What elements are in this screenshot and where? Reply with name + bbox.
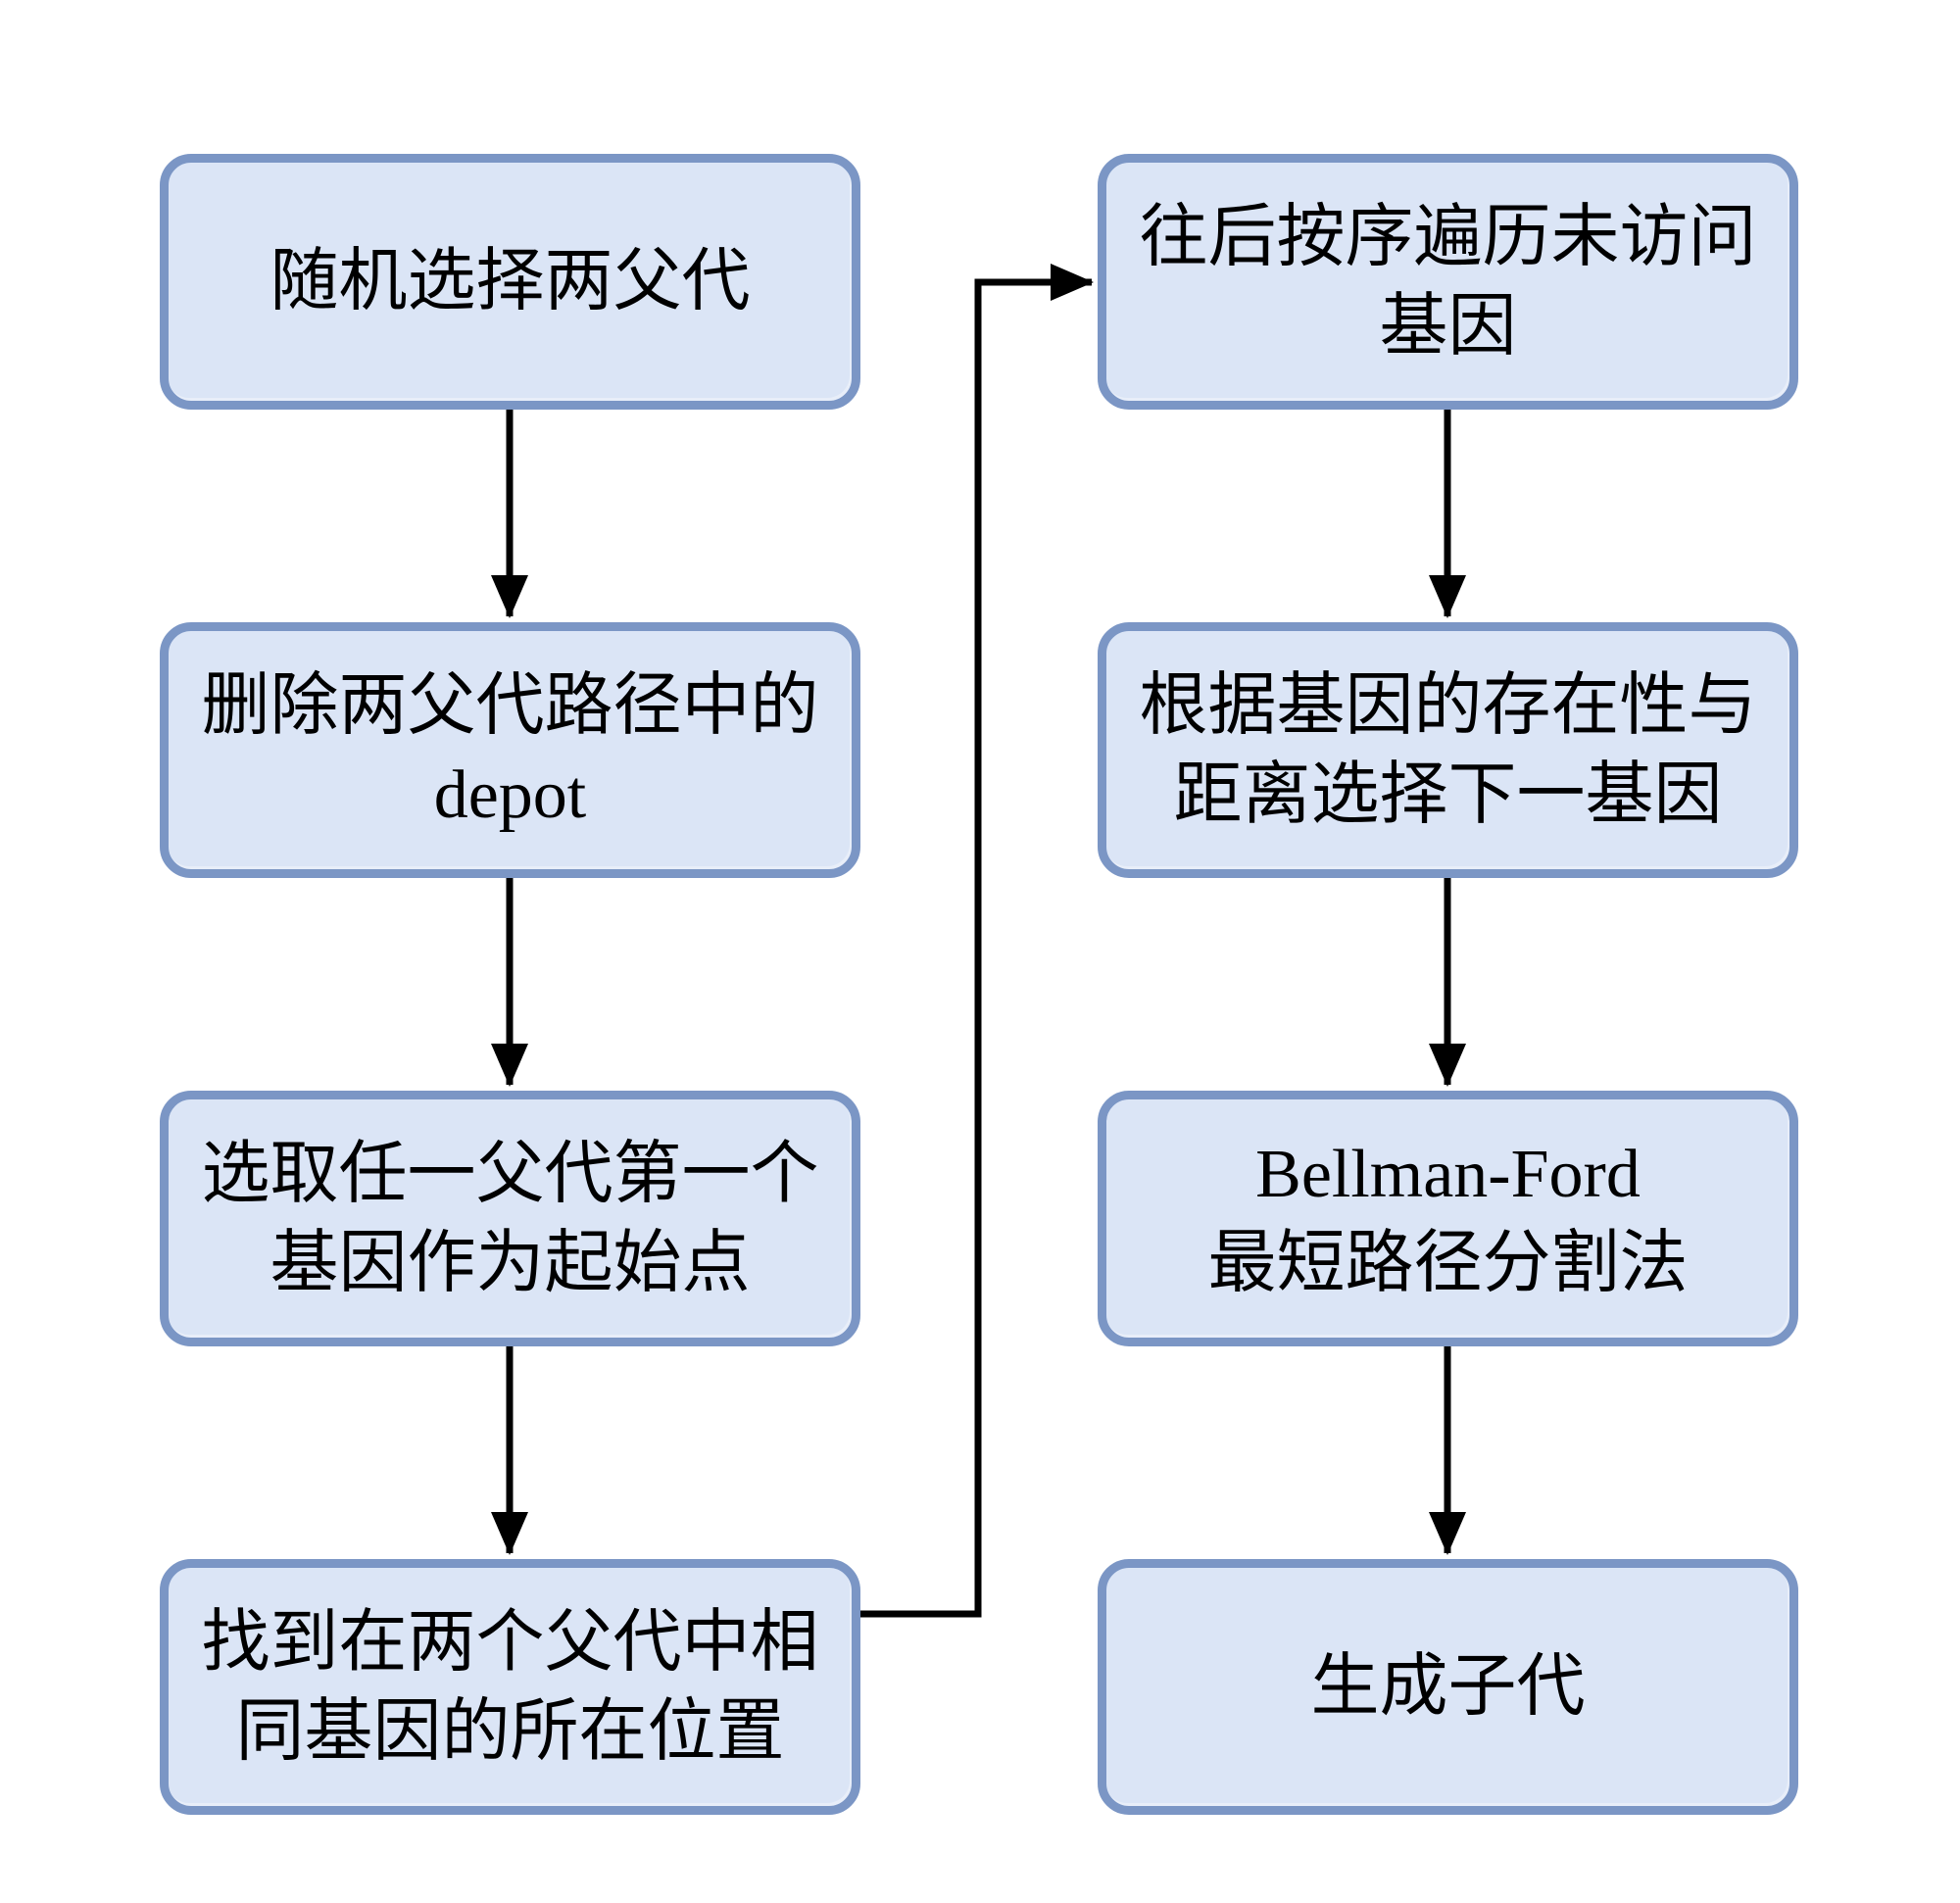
box-traverse-unvisited-genes-label: 往后按序遍历未访问 基因 — [1139, 199, 1757, 365]
box-generate-offspring-label: 生成子代 — [1310, 1649, 1586, 1725]
box-select-next-gene-label: 根据基因的存在性与 距离选择下一基因 — [1139, 667, 1757, 833]
box-select-first-gene-label: 选取任一父代第一个 基因作为起始点 — [201, 1136, 819, 1301]
box-delete-depot-label: 删除两父代路径中的 depot — [201, 667, 819, 833]
box-find-same-gene-positions-label: 找到在两个父代中相 同基因的所在位置 — [201, 1604, 819, 1770]
box-select-first-gene: 选取任一父代第一个 基因作为起始点 — [160, 1091, 860, 1346]
box-find-same-gene-positions: 找到在两个父代中相 同基因的所在位置 — [160, 1559, 860, 1815]
box-random-select-parents-label: 随机选择两父代 — [270, 244, 751, 319]
box-generate-offspring: 生成子代 — [1098, 1559, 1798, 1815]
box-bellman-ford-split: Bellman-Ford 最短路径分割法 — [1098, 1091, 1798, 1346]
box-bellman-ford-split-label: Bellman-Ford 最短路径分割法 — [1207, 1136, 1689, 1301]
box-delete-depot: 删除两父代路径中的 depot — [160, 622, 860, 878]
box-traverse-unvisited-genes: 往后按序遍历未访问 基因 — [1098, 154, 1798, 410]
box-random-select-parents: 随机选择两父代 — [160, 154, 860, 410]
connector-find-same-to-traverse — [857, 264, 1094, 1618]
box-select-next-gene: 根据基因的存在性与 距离选择下一基因 — [1098, 622, 1798, 878]
